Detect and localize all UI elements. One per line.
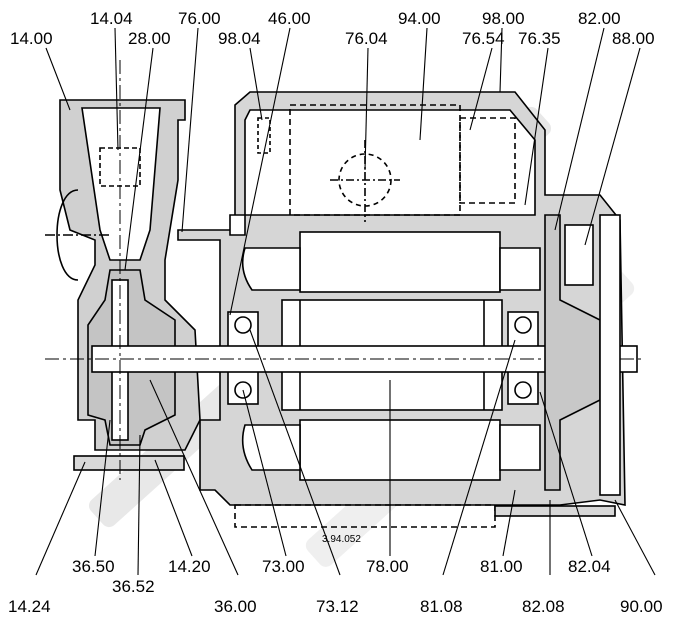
label-98-00: 98.00	[482, 9, 525, 28]
fan-blade	[564, 224, 594, 286]
label-76-00: 76.00	[178, 9, 221, 28]
bottom-labels: 36.50 36.52 14.20 73.00 78.00 81.00 82.0…	[8, 557, 663, 616]
drawing-reference: 3.94.052	[322, 534, 361, 545]
label-82-04: 82.04	[568, 557, 611, 576]
label-90-00: 90.00	[620, 597, 663, 616]
top-labels: 14.04 14.00 28.00 76.00 46.00 98.04 76.0…	[10, 9, 655, 48]
stator-bottom	[299, 419, 501, 481]
label-81-08: 81.08	[420, 597, 463, 616]
stator-top	[299, 231, 501, 293]
label-14-20: 14.20	[168, 557, 211, 576]
label-14-00: 14.00	[10, 29, 53, 48]
label-76-04: 76.04	[345, 29, 388, 48]
label-98-04: 98.04	[218, 29, 261, 48]
label-73-12: 73.12	[316, 597, 359, 616]
terminal-box	[289, 104, 461, 216]
base-bolt-right	[494, 505, 616, 517]
motor-housing-inner	[229, 109, 536, 236]
winding-top-right	[499, 247, 541, 291]
label-36-00: 36.00	[214, 597, 257, 616]
winding-top	[241, 247, 301, 291]
label-76-35: 76.35	[518, 29, 561, 48]
base-bolt-left	[73, 455, 185, 471]
pump-drawing	[45, 60, 645, 528]
fan-cover	[599, 214, 621, 496]
label-28-00: 28.00	[128, 29, 171, 48]
label-82-00: 82.00	[578, 9, 621, 28]
label-73-00: 73.00	[262, 557, 305, 576]
winding-bottom-right	[499, 424, 541, 471]
label-14-04: 14.04	[90, 9, 133, 28]
label-14-24: 14.24	[8, 597, 51, 616]
label-94-00: 94.00	[398, 9, 441, 28]
label-88-00: 88.00	[612, 29, 655, 48]
label-81-00: 81.00	[480, 557, 523, 576]
label-36-50: 36.50	[72, 557, 115, 576]
label-36-52: 36.52	[112, 577, 155, 596]
label-78-00: 78.00	[366, 557, 409, 576]
label-46-00: 46.00	[268, 9, 311, 28]
leader-lines	[35, 27, 656, 576]
label-82-08: 82.08	[522, 597, 565, 616]
winding-bottom	[241, 424, 301, 471]
label-76-54: 76.54	[462, 29, 505, 48]
volute-ring	[56, 189, 79, 281]
